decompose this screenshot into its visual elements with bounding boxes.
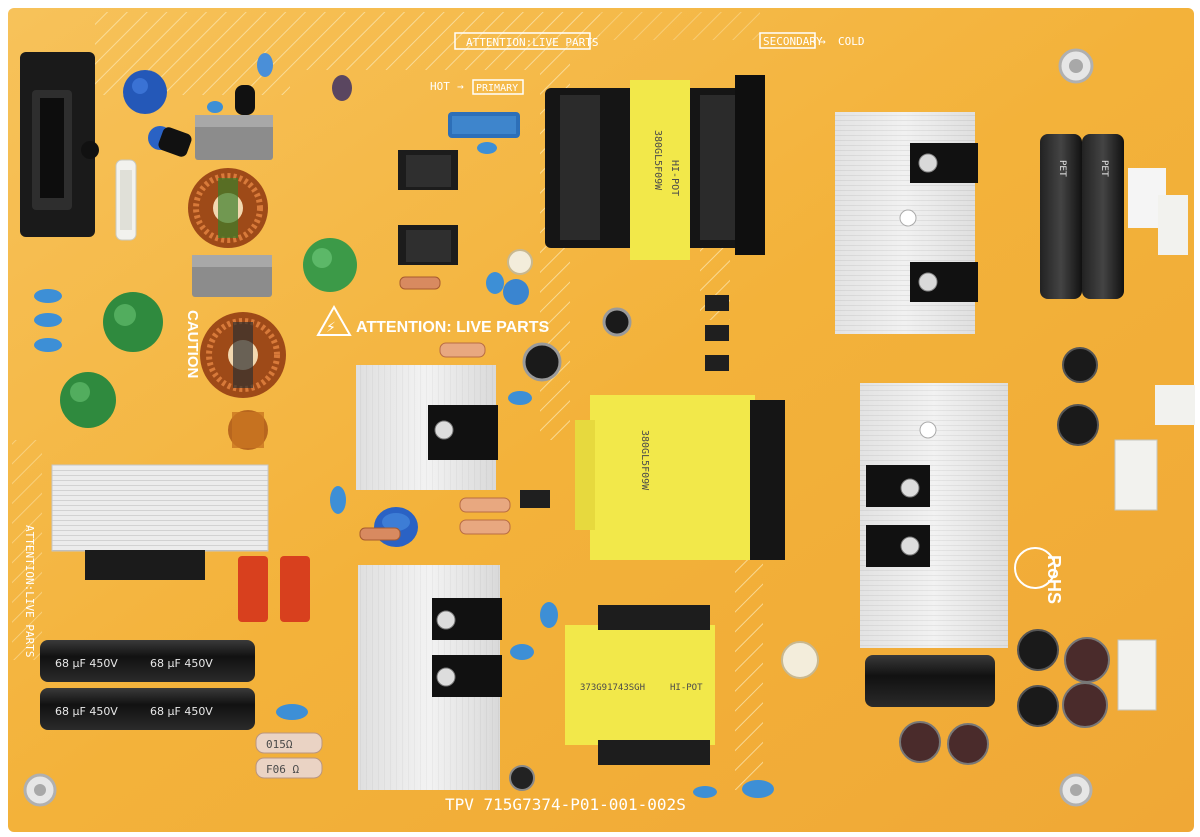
transformer-t3-hipot: HI-POT (670, 683, 703, 693)
silkscreen-text: ATTENTION:LIVE PARTS SECONDARY COLD → HO… (23, 32, 1064, 814)
bulk-cap-rating-3: 68 µF 450V (55, 705, 118, 718)
output-connectors (1114, 195, 1195, 711)
secondary-label: SECONDARY (763, 35, 823, 48)
bulk-capacitors: 68 µF 450V 68 µF 450V 68 µF 450V 68 µF 4… (40, 640, 255, 730)
transformer-main-top: 380GL5F09W HI-POT (545, 75, 765, 260)
small-components-top (158, 75, 520, 265)
mounting-holes (23, 48, 1094, 807)
green-thermistors (60, 238, 357, 428)
arrow-right-icon-2: → (457, 80, 464, 93)
transformer-t1-label: 380GL5F09W (652, 130, 663, 191)
cap-brand-label-1: PET (1057, 160, 1067, 177)
blue-varistors (34, 53, 774, 798)
transformer-bottom: 373G91743SGH HI-POT (565, 605, 715, 765)
arrow-right-icon: → (819, 35, 826, 48)
heatsink-bridge (51, 464, 269, 580)
common-mode-chokes (188, 168, 286, 450)
bulk-cap-rating-4: 68 µF 450V (150, 705, 213, 718)
cold-label: COLD (838, 35, 865, 48)
hot-label: HOT (430, 80, 450, 93)
resistor-label-1: 015Ω (266, 738, 293, 751)
x-capacitors (192, 115, 273, 297)
transformer-t1-hipot: HI-POT (669, 160, 680, 196)
attention-mid-label: ATTENTION: LIVE PARTS (356, 319, 550, 336)
fuse (115, 159, 137, 241)
transformer-t3-label: 373G91743SGH (580, 683, 645, 693)
film-capacitors (238, 556, 310, 622)
cap-brand-label-2: PET (1099, 160, 1109, 177)
ac-input-connector (20, 52, 99, 237)
resistor-label-2: F06 Ω (266, 763, 299, 776)
attention-top-label: ATTENTION:LIVE PARTS (466, 36, 598, 49)
caution-label: CAUTION (184, 310, 201, 378)
warning-icon: ⚡ (326, 320, 336, 336)
bulk-cap-rating-2: 68 µF 450V (150, 657, 213, 670)
resistors: 015Ω F06 Ω (255, 276, 511, 779)
rohs-label: RoHS (1044, 555, 1064, 604)
transformer-t2-label: 380GL5F09W (639, 430, 650, 491)
heatsink-middle-right (860, 383, 1008, 648)
bulk-cap-rating-1: 68 µF 450V (55, 657, 118, 670)
heatsink-bottom-left-center (358, 565, 502, 790)
ic-chips (520, 295, 729, 508)
heatsink-middle-left (356, 365, 498, 490)
model-code-label: TPV 715G7374-P01-001-002S (445, 795, 686, 814)
attention-left-label: ATTENTION:LIVE PARTS (23, 525, 36, 657)
small-electrolytic-capacitors (509, 307, 1110, 791)
transformer-middle: 380GL5F09W (575, 395, 785, 560)
heatsink-top-right (835, 112, 978, 334)
primary-label: PRIMARY (476, 83, 518, 94)
